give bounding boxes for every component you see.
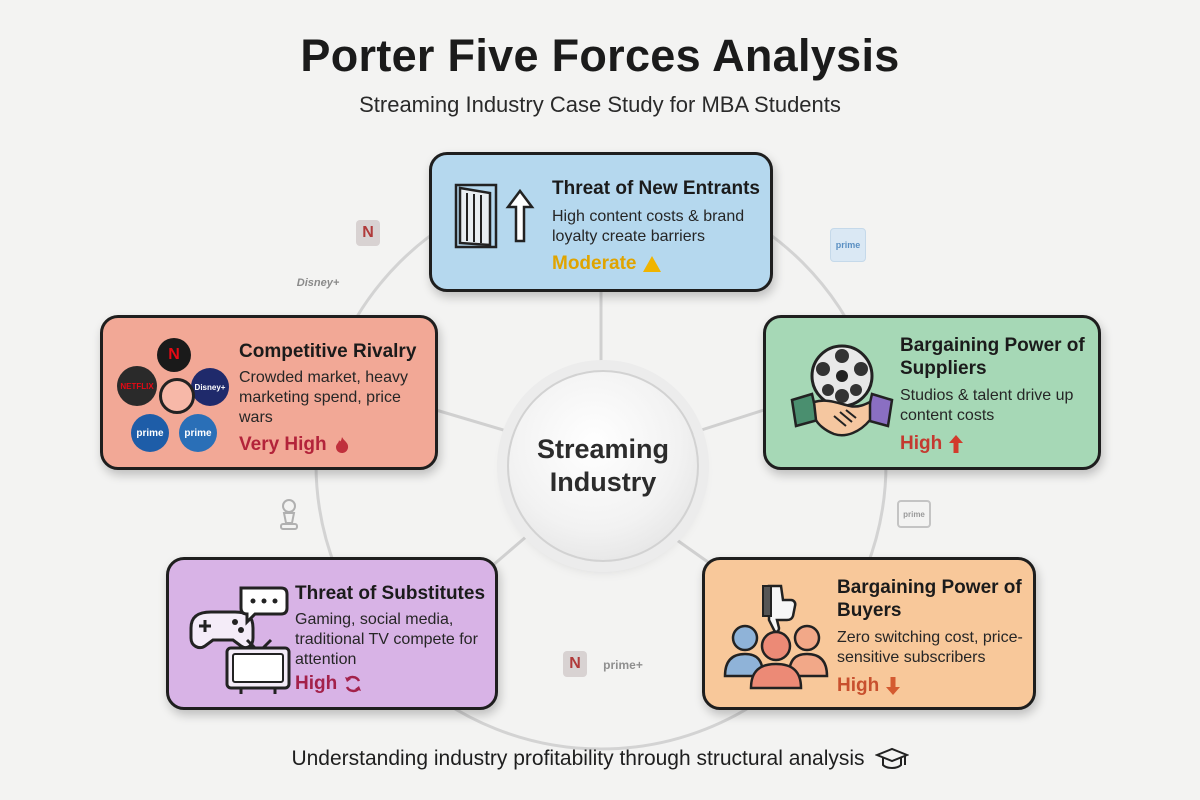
- footer-text: Understanding industry profitability thr…: [291, 747, 865, 770]
- hub-label: Streaming Industry: [536, 434, 670, 497]
- arrow-up-icon: [949, 435, 964, 453]
- buyers-description: Zero switching cost, price-sensitive sub…: [837, 629, 1023, 666]
- film-reel-handshake-icon: [790, 344, 894, 437]
- gamepad-tv-chat-icon: [189, 586, 291, 694]
- power-ring-logo: [159, 378, 195, 414]
- netflix-faded-icon: N: [356, 220, 380, 246]
- suppliers-description: Studios & talent drive up content costs: [900, 387, 1074, 424]
- prime-plus-faded-icon: prime+: [603, 658, 643, 672]
- buyers-title: Bargaining Power of Buyers: [837, 577, 1022, 621]
- page-subtitle: Streaming Industry Case Study for MBA St…: [359, 92, 841, 117]
- card-substitutes: Threat of Substitutes Gaming, social med…: [166, 557, 498, 710]
- substitutes-title: Threat of Substitutes: [295, 583, 486, 604]
- suppliers-title: Bargaining Power of Suppliers: [900, 335, 1085, 379]
- card-competitive-rivalry: N NETFLIX Disney+ prime prime Competitiv…: [100, 315, 438, 470]
- disney-plus-logo: Disney+: [191, 368, 229, 406]
- prime-logo-2: prime: [179, 414, 217, 452]
- arrow-down-icon: [886, 677, 901, 695]
- graduation-cap-icon: [874, 747, 909, 769]
- flame-icon: [335, 437, 348, 453]
- streaming-logos-cluster-icon: N NETFLIX Disney+ prime prime: [117, 338, 231, 454]
- new-entrants-title: Threat of New Entrants: [552, 178, 760, 199]
- footer: Understanding industry profitability thr…: [0, 747, 1200, 771]
- buyers-rating: High: [837, 675, 901, 697]
- prime-tv-faded-icon: prime: [897, 500, 931, 528]
- suppliers-rating-label: High: [900, 433, 943, 454]
- substitutes-description: Gaming, social media, traditional TV com…: [295, 611, 478, 668]
- netflix-faded-icon-bottom: N: [563, 651, 587, 677]
- rivalry-rating-label: Very High: [239, 434, 327, 455]
- netflix-n-logo: N: [157, 338, 191, 372]
- rivalry-rating: Very High: [239, 434, 351, 456]
- new-entrants-rating: Moderate: [552, 253, 662, 275]
- substitutes-rating: High: [295, 673, 363, 695]
- new-entrants-description: High content costs & brand loyalty creat…: [552, 208, 745, 245]
- card-buyers: Bargaining Power of Buyers Zero switchin…: [702, 557, 1036, 710]
- chess-pawn-faded-icon: [280, 499, 298, 530]
- disney-faded-icon: Disney+: [296, 277, 340, 289]
- suppliers-rating: High: [900, 433, 964, 455]
- door-up-arrow-icon: [454, 183, 535, 249]
- card-suppliers: Bargaining Power of Suppliers Studios & …: [763, 315, 1101, 470]
- rivalry-title: Competitive Rivalry: [239, 341, 417, 362]
- page-title: Porter Five Forces Analysis: [300, 30, 900, 81]
- center-hub: Streaming Industry: [507, 370, 699, 562]
- netflix-logo: NETFLIX: [117, 366, 157, 406]
- buyers-rating-label: High: [837, 675, 880, 696]
- prime-faded-icon: prime: [830, 228, 866, 262]
- prime-logo: prime: [131, 414, 169, 452]
- card-new-entrants: Threat of New Entrants High content cost…: [429, 152, 773, 292]
- new-entrants-rating-label: Moderate: [552, 253, 637, 274]
- users-thumbs-down-icon: [723, 584, 829, 690]
- rivalry-description: Crowded market, heavy marketing spend, p…: [239, 369, 408, 426]
- refresh-icon: [345, 675, 362, 693]
- substitutes-rating-label: High: [295, 673, 338, 694]
- warning-triangle-icon: [643, 256, 662, 272]
